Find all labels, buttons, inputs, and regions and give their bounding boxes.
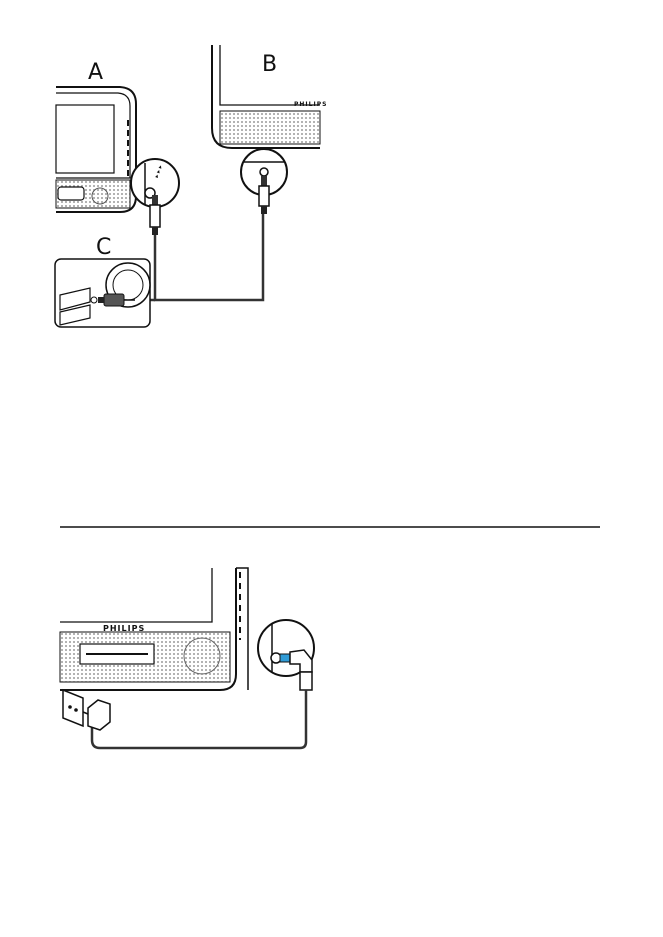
player-a-screen (56, 105, 114, 173)
ac-adapter (63, 690, 110, 730)
top-figure: ▸ ▸ ▸ PHILIPS (55, 45, 327, 327)
label-a: A (88, 60, 103, 85)
power-cable (92, 690, 306, 748)
label-c: C (96, 235, 111, 260)
dc-in-zoom (258, 620, 314, 690)
connection-cable-top (155, 214, 263, 300)
player-b-speaker-grille (220, 111, 320, 144)
power-adapter (88, 700, 110, 730)
jack-zoom-b (241, 149, 287, 214)
player-brand: PHILIPS (103, 624, 145, 633)
player-screen-edge (60, 568, 212, 622)
car-socket-c (55, 259, 150, 327)
player-bottom: PHILIPS (60, 568, 248, 690)
label-b: B (262, 52, 277, 77)
player-a-control-strip (58, 187, 84, 200)
wall-socket (63, 690, 83, 726)
player-a (56, 87, 136, 212)
jack-zoom-a: ▸ ▸ ▸ (131, 159, 179, 235)
dc-plug-highlight (280, 654, 290, 662)
player-b-brand: PHILIPS (294, 101, 327, 108)
bottom-figure: PHILIPS (60, 568, 314, 748)
